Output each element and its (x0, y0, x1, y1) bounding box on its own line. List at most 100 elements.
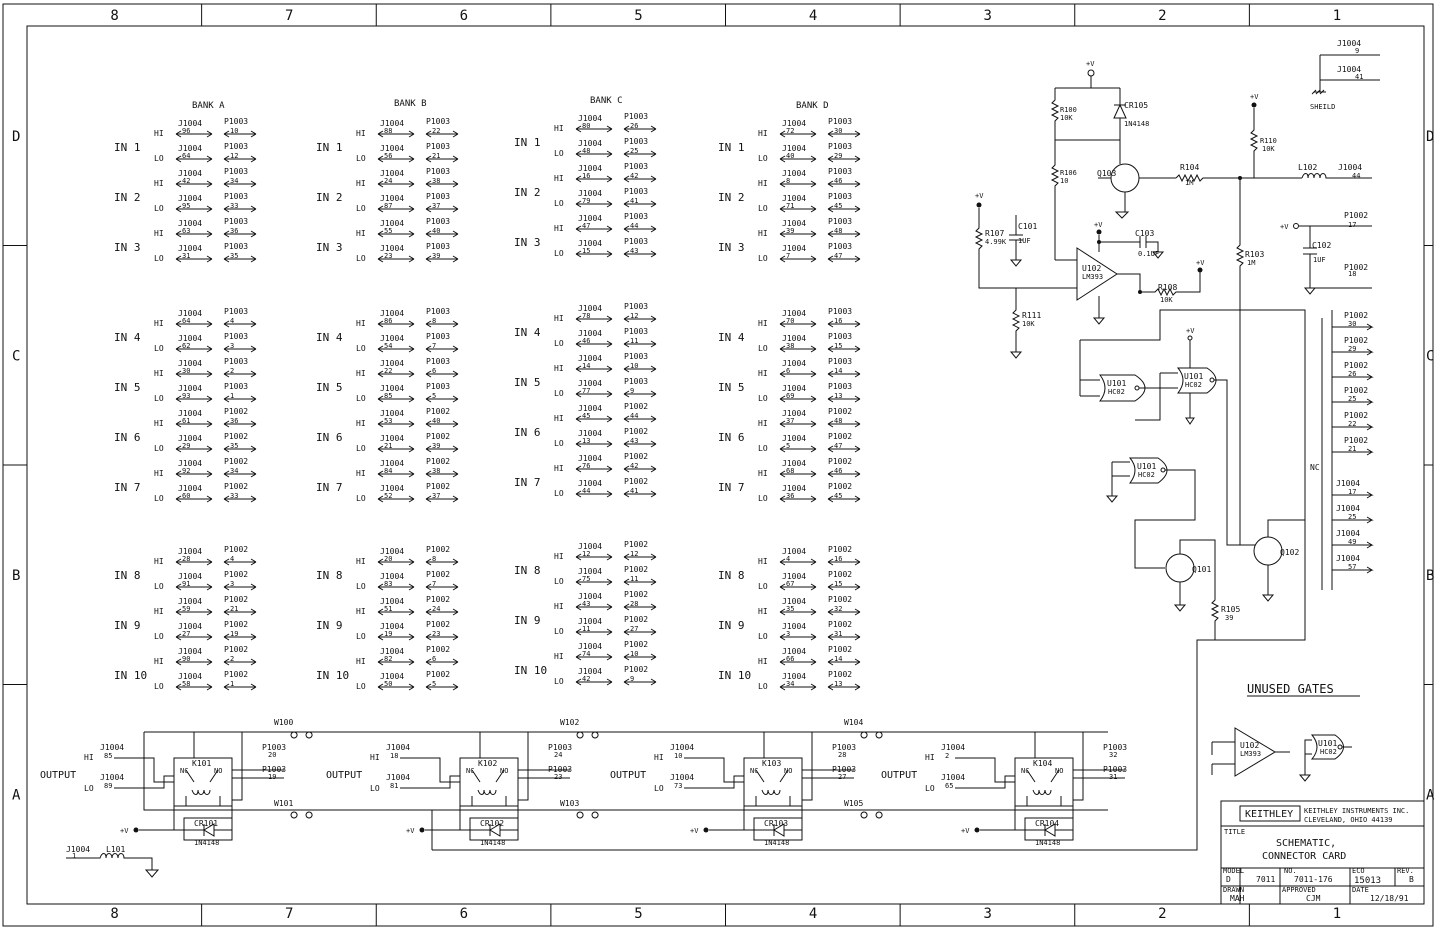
svg-text:1UF: 1UF (1313, 256, 1326, 264)
svg-text:P1002: P1002 (828, 620, 852, 629)
pin-number: 1 (230, 680, 234, 688)
lo-label: LO (154, 682, 164, 691)
pin-number: 96 (182, 127, 190, 135)
svg-text:29: 29 (1348, 345, 1356, 353)
pin-number: 52 (384, 492, 392, 500)
hi-label: HI (554, 174, 564, 183)
hi-label: HI (356, 657, 366, 666)
input-label: IN 7 (114, 481, 141, 494)
input-label: IN 1 (514, 136, 541, 149)
input-label: IN 9 (316, 619, 343, 632)
r105-resistor (432, 539, 1220, 851)
output-label: OUTPUT (40, 770, 76, 781)
input-label: IN 10 (114, 669, 147, 682)
bank-title: BANK C (590, 96, 623, 106)
svg-text:R107: R107 (985, 229, 1004, 238)
connector-line (779, 583, 861, 591)
svg-text:J1004: J1004 (380, 334, 404, 343)
svg-text:P1003: P1003 (828, 167, 852, 176)
pin-number: 58 (182, 680, 190, 688)
pin-number: 51 (384, 605, 392, 613)
svg-text:NC: NC (180, 767, 188, 775)
hi-label: HI (154, 319, 164, 328)
svg-text:J1004: J1004 (380, 409, 404, 418)
connector-line (175, 130, 257, 138)
input-label: IN 7 (718, 481, 745, 494)
pin-number: 46 (834, 177, 842, 185)
svg-text:21: 21 (1348, 445, 1356, 453)
svg-text:P1002: P1002 (224, 670, 248, 679)
pin-number: 80 (582, 122, 590, 130)
svg-text:J1004: J1004 (1336, 479, 1360, 488)
pin-number: 40 (432, 227, 440, 235)
svg-text:27: 27 (838, 773, 846, 781)
pin-number: 12 (582, 550, 590, 558)
r108-resistor (1140, 272, 1201, 297)
hi-label: HI (758, 319, 768, 328)
connector-line (377, 320, 459, 328)
svg-text:P1003: P1003 (426, 142, 450, 151)
svg-text:P1003: P1003 (1103, 743, 1127, 752)
pin-number: 87 (384, 202, 392, 210)
lo-label: LO (758, 154, 768, 163)
diode-cr104 (980, 806, 1074, 837)
column-label: 6 (460, 906, 468, 922)
svg-text:1UF: 1UF (1018, 237, 1031, 245)
hi-label: HI (356, 607, 366, 616)
pin-number: 16 (582, 172, 590, 180)
hi-label: HI (154, 179, 164, 188)
svg-text:R110: R110 (1260, 137, 1277, 145)
svg-text:LO: LO (84, 784, 94, 793)
svg-text:P1003: P1003 (426, 357, 450, 366)
lo-label: LO (356, 344, 366, 353)
lo-label: LO (554, 439, 564, 448)
svg-text:J1004: J1004 (782, 384, 806, 393)
svg-text:P1003: P1003 (1103, 765, 1127, 774)
svg-text:26: 26 (1348, 370, 1356, 378)
svg-text:C103: C103 (1135, 229, 1154, 238)
shield-ground (1311, 54, 1380, 95)
input-label: IN 4 (114, 331, 141, 344)
svg-text:NO: NO (214, 767, 222, 775)
connector-line (175, 205, 257, 213)
svg-text:J1004: J1004 (670, 773, 694, 782)
hi-label: HI (154, 607, 164, 616)
pin-number: 69 (786, 392, 794, 400)
pin-number: 23 (384, 252, 392, 260)
connector-line (377, 420, 459, 428)
svg-text:J1004: J1004 (380, 484, 404, 493)
svg-text:J1004: J1004 (578, 592, 602, 601)
company-logo: KEITHLEY (1245, 809, 1293, 820)
svg-text:+V: +V (120, 827, 129, 835)
pin-number: 76 (582, 462, 590, 470)
svg-text:MODEL: MODEL (1223, 867, 1244, 875)
pin-number: 68 (786, 467, 794, 475)
pin-number: 43 (630, 437, 638, 445)
pin-number: 25 (630, 147, 638, 155)
svg-text:P1003: P1003 (426, 307, 450, 316)
input-label: IN 8 (316, 569, 343, 582)
svg-text:J1004: J1004 (100, 773, 124, 782)
relay-name: K101 (192, 759, 211, 768)
pin-number: 30 (834, 127, 842, 135)
svg-text:D: D (1226, 875, 1231, 884)
pin-number: 2 (230, 367, 234, 375)
pin-number: 40 (786, 152, 794, 160)
connector-line (779, 155, 861, 163)
svg-text:J1004: J1004 (578, 239, 602, 248)
svg-text:P1002: P1002 (224, 595, 248, 604)
svg-text:P1003: P1003 (224, 167, 248, 176)
column-label: 5 (634, 8, 642, 24)
row-label: C (1426, 348, 1434, 364)
svg-text:ECO: ECO (1352, 867, 1365, 875)
svg-text:P1003: P1003 (828, 332, 852, 341)
pin-number: 53 (384, 417, 392, 425)
hi-label: HI (554, 364, 564, 373)
hi-label: HI (154, 369, 164, 378)
